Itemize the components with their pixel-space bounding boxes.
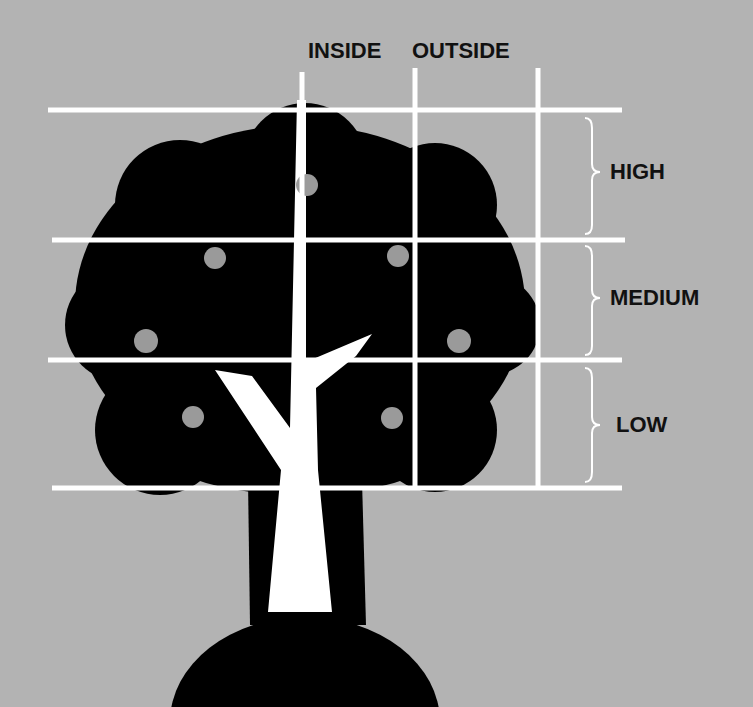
fruit [296,174,318,196]
canopy-lobe [115,140,245,270]
fruit [387,245,409,267]
curly-bracket [585,118,600,234]
curly-bracket [585,246,600,355]
zone-label: HIGH [610,161,665,183]
fruit [381,407,403,429]
ground-mound [170,617,440,707]
canopy-lobe [65,268,179,382]
fruit [134,329,158,353]
fruit [204,247,226,269]
grid-line [413,68,418,488]
zone-brackets [585,118,600,482]
grid-line [536,68,541,490]
fruit [182,406,204,428]
canopy-lobe [373,143,497,267]
fruit [447,329,471,353]
grid-line [300,72,305,488]
sampling-grid [48,68,625,490]
tree-trunk [215,100,372,612]
zone-label: MEDIUM [610,287,699,309]
zone-label: LOW [616,414,667,436]
column-label: OUTSIDE [412,40,510,62]
curly-bracket [585,368,600,482]
column-label: INSIDE [308,40,381,62]
